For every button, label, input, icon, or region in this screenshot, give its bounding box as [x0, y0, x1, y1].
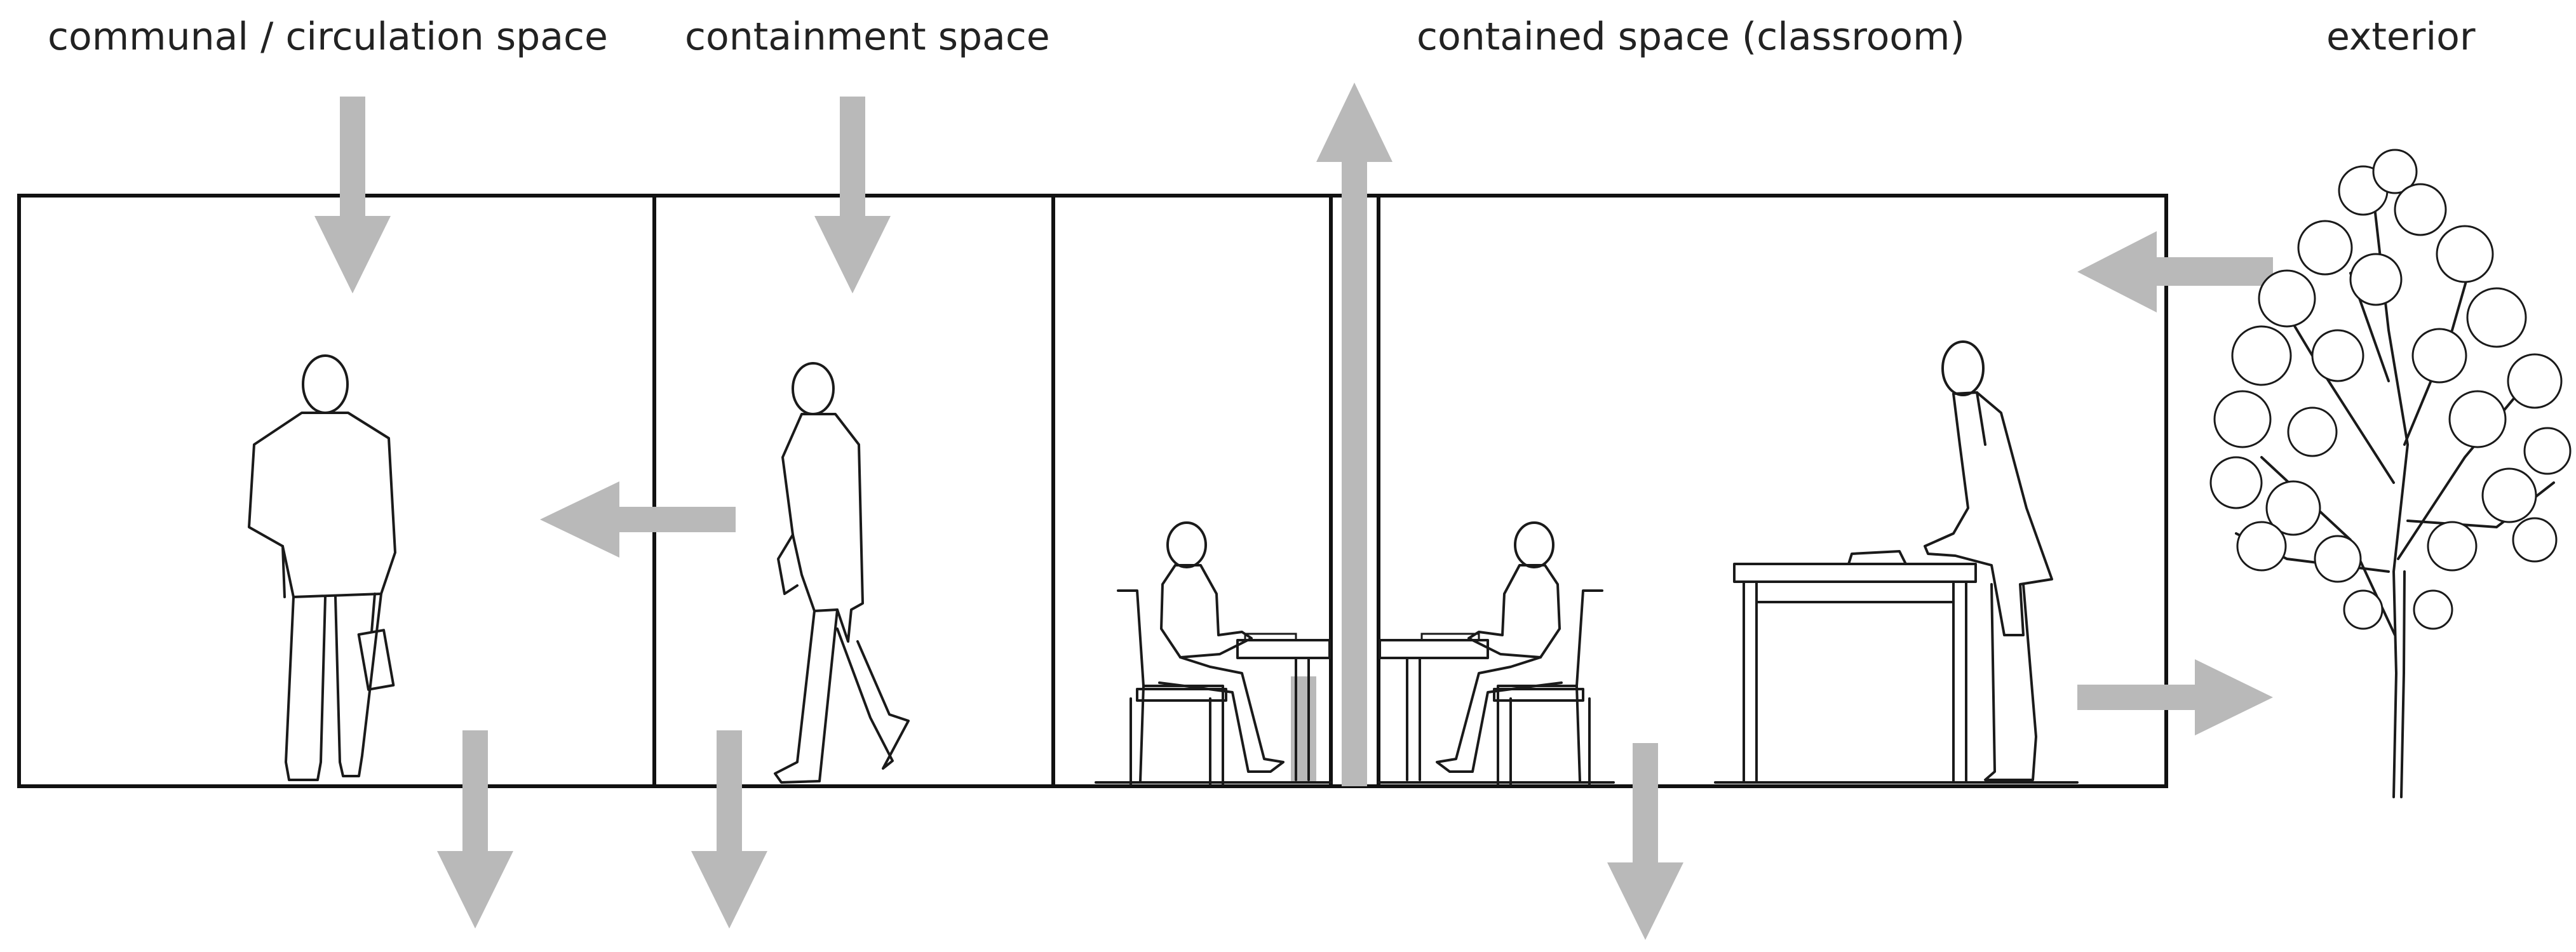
standing-teacher — [1924, 340, 2053, 781]
arrow-down-below-containment — [691, 730, 767, 929]
arrow-up-classroom — [1316, 83, 1393, 786]
arrow-down-containment — [814, 97, 891, 293]
arrow-left-to-communal — [540, 481, 736, 558]
person-with-briefcase — [248, 354, 396, 781]
arrow-left-from-exterior — [2077, 231, 2273, 312]
building-walls — [17, 194, 2168, 788]
arrow-down-communal — [314, 97, 391, 293]
walking-man — [774, 362, 910, 784]
arrow-right-to-exterior — [2077, 659, 2273, 735]
flow-arrows — [314, 83, 2273, 940]
label-exterior: exterior — [2326, 15, 2476, 59]
seated-woman-left — [1117, 521, 1285, 786]
desk-left — [1095, 633, 1332, 784]
label-contained-space: contained space (classroom) — [1417, 15, 1965, 59]
tree — [2209, 149, 2572, 798]
arrow-down-below-communal — [437, 730, 513, 929]
label-communal-space: communal / circulation space — [48, 15, 608, 59]
teacher-table — [1714, 550, 2079, 784]
building-outline — [17, 194, 2168, 788]
seated-woman-right — [1436, 521, 1603, 786]
label-containment-space: containment space — [685, 15, 1050, 59]
arrow-down-below-classroom — [1607, 743, 1683, 940]
